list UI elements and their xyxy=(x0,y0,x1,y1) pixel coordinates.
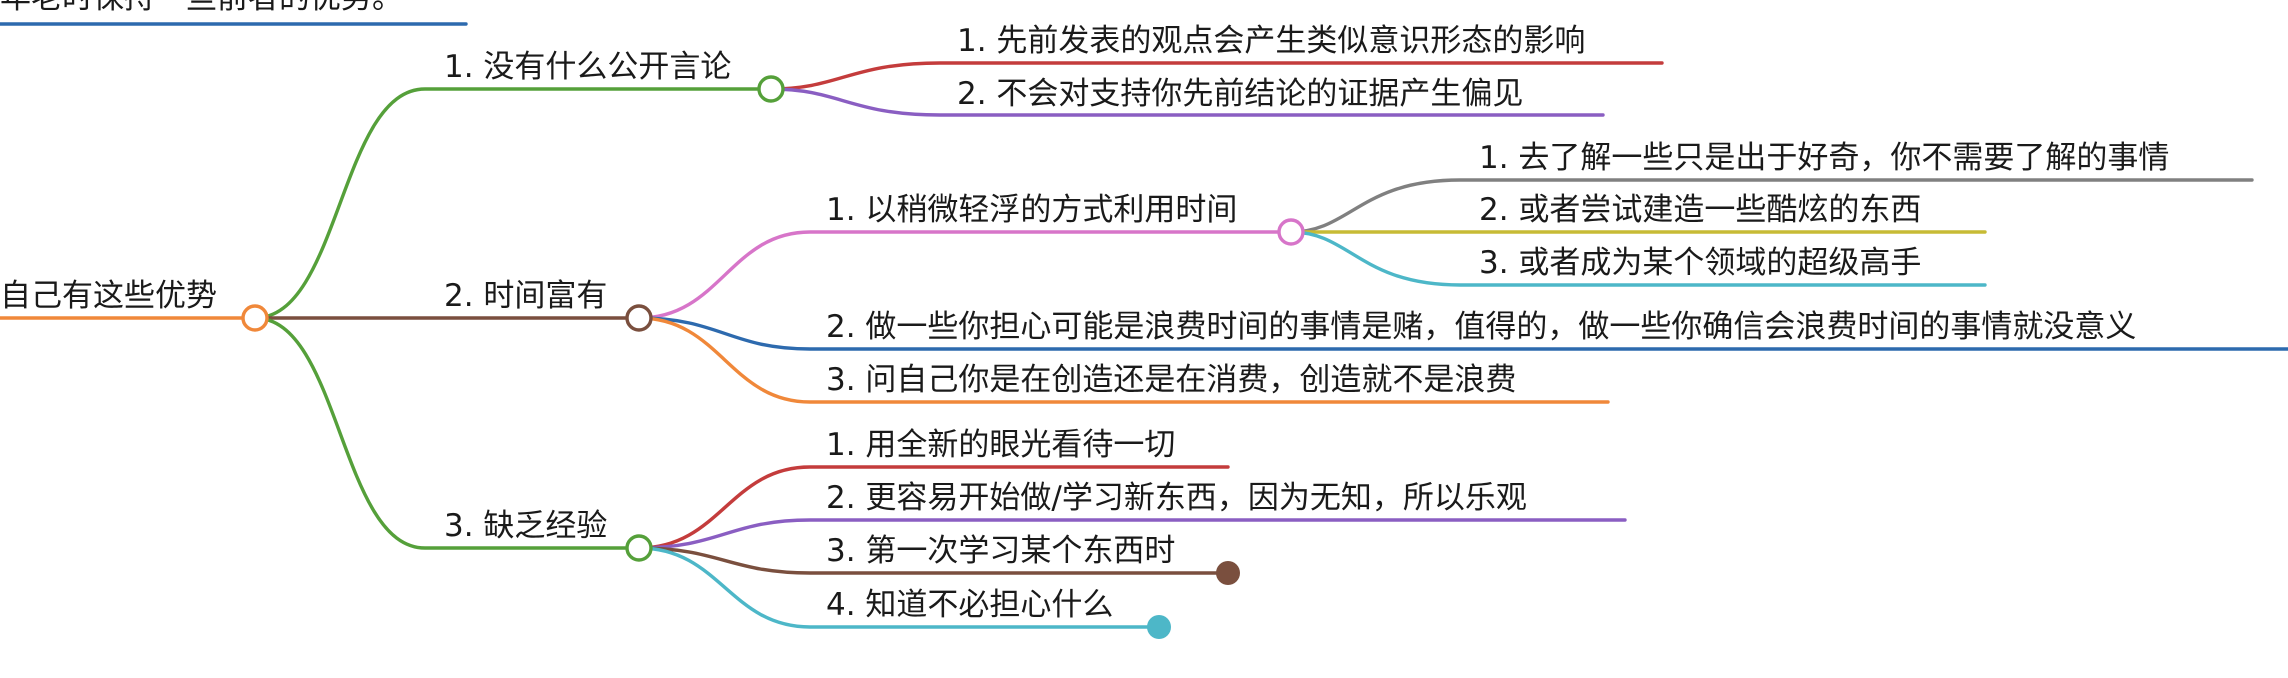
b2-c1-g3-label[interactable]: 3. 或者成为某个领域的超级高手 xyxy=(1479,245,1921,281)
b3-c2-link xyxy=(637,518,1627,550)
b3-c1-label[interactable]: 1. 用全新的眼光看待一切 xyxy=(826,427,1175,463)
b3-c1-link xyxy=(637,465,1230,550)
root-label[interactable]: 自己有这些优势 xyxy=(0,278,217,314)
b2-c1-g1-link xyxy=(1289,178,2254,234)
branch-1-label[interactable]: 1. 没有什么公开言论 xyxy=(444,49,731,85)
branch-3-collapse-toggle[interactable] xyxy=(625,534,653,562)
b1-c2-label[interactable]: 2. 不会对支持你先前结论的证据产生偏见 xyxy=(957,76,1523,112)
b3-c3-link xyxy=(637,546,1230,575)
b2-c1-label[interactable]: 1. 以稍微轻浮的方式利用时间 xyxy=(826,192,1237,228)
b3-c4-label[interactable]: 4. 知道不必担心什么 xyxy=(826,587,1113,623)
b2-c3-label[interactable]: 3. 问自己你是在创造还是在消费，创造就不是浪费 xyxy=(826,362,1516,398)
branch-2-collapse-toggle[interactable] xyxy=(625,304,653,332)
b2-c1-g2-label[interactable]: 2. 或者尝试建造一些酷炫的东西 xyxy=(1479,192,1921,228)
b1-c1-label[interactable]: 1. 先前发表的观点会产生类似意识形态的影响 xyxy=(957,23,1585,59)
connector-root-branch-3 xyxy=(253,316,641,550)
root-collapse-toggle[interactable] xyxy=(241,304,269,332)
b2-c2-label[interactable]: 2. 做一些你担心可能是浪费时间的事情是赌，值得的，做一些你确信会浪费时间的事情… xyxy=(826,309,2136,345)
branch-3-label[interactable]: 3. 缺乏经验 xyxy=(444,508,607,544)
header-text: 年老时保持一些前者的优势。 xyxy=(0,0,403,16)
b3-c4-link xyxy=(637,546,1161,629)
b3-c4-collapsed-dot[interactable] xyxy=(1147,615,1171,639)
b2-c1-g3-link xyxy=(1289,230,1987,287)
b2-c3-link xyxy=(637,316,1610,404)
branch-2-label[interactable]: 2. 时间富有 xyxy=(444,278,607,314)
b2-c2-link xyxy=(637,316,2288,351)
b2-c1-link xyxy=(637,230,1293,320)
b3-c3-collapsed-dot[interactable] xyxy=(1216,561,1240,585)
b1-c2-link xyxy=(769,87,1605,117)
b3-c2-label[interactable]: 2. 更容易开始做/学习新东西，因为无知，所以乐观 xyxy=(826,480,1527,516)
b2-c1-g1-label[interactable]: 1. 去了解一些只是出于好奇，你不需要了解的事情 xyxy=(1479,140,2169,176)
b2-c1-collapse-toggle[interactable] xyxy=(1277,218,1305,246)
b3-c3-label[interactable]: 3. 第一次学习某个东西时 xyxy=(826,533,1175,569)
branch-1-collapse-toggle[interactable] xyxy=(757,75,785,103)
connector-root-branch-1 xyxy=(253,87,773,320)
b1-c1-link xyxy=(769,61,1664,91)
